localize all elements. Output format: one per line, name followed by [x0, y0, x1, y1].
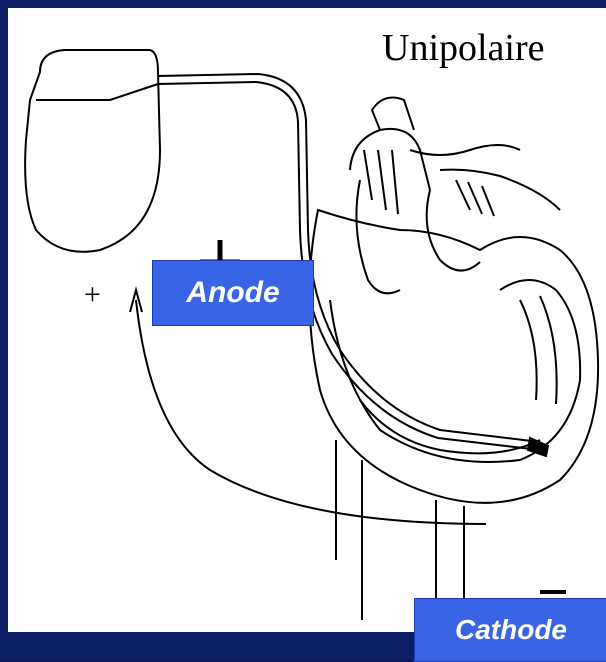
diagram-title: Unipolaire [382, 26, 545, 70]
pacemaker-generator-icon [25, 50, 160, 252]
cathode-label: Cathode [414, 598, 606, 662]
anode-label: Anode [152, 260, 314, 326]
heart-icon [309, 98, 598, 620]
plus-sign-label: + [84, 278, 101, 312]
